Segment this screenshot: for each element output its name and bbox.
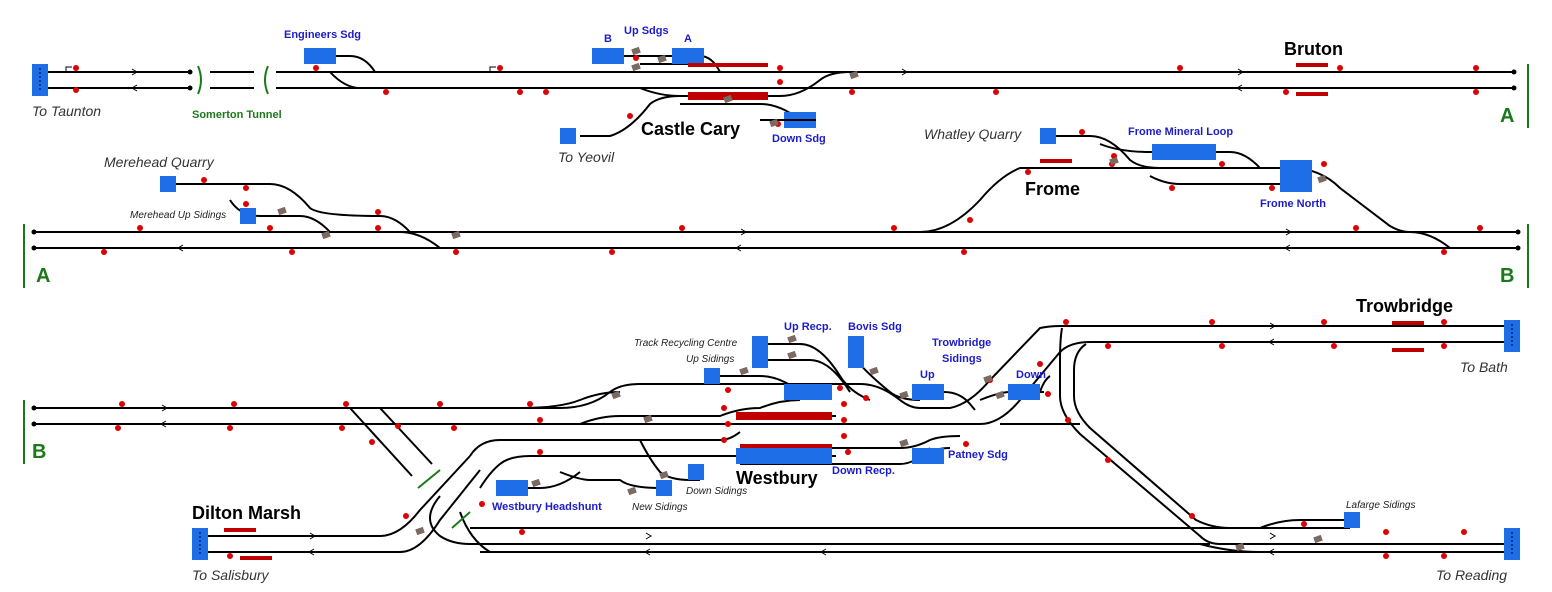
to-bath-label: To Bath	[1460, 359, 1508, 375]
somerton-tunnel-label: Somerton Tunnel	[192, 109, 282, 121]
up-sdgs-occupied	[688, 63, 768, 67]
points-section-1	[631, 46, 859, 128]
bruton-label: Bruton	[1284, 39, 1343, 59]
patney-sdg-platform	[912, 448, 944, 464]
trowbridge-sidings-label-2: Sidings	[942, 353, 982, 365]
lafarge-sidings-exit	[1344, 512, 1360, 528]
merehead-quarry-label: Merehead Quarry	[104, 154, 215, 170]
whatley-quarry-label: Whatley Quarry	[924, 126, 1022, 142]
up-sidings-up-label: Up	[920, 369, 935, 381]
dilton-marsh-label: Dilton Marsh	[192, 503, 301, 523]
frome-north-label: Frome North	[1260, 198, 1326, 210]
dilton-marsh-down-platform	[240, 556, 272, 560]
bovis-sdg-exit	[848, 336, 864, 368]
edge-b-mid-label: B	[1500, 265, 1514, 287]
new-sidings-exit	[656, 480, 672, 496]
patney-sdg-label: Patney Sdg	[948, 449, 1008, 461]
whatley-quarry-exit	[1040, 128, 1056, 144]
down-sidings-label: Down Sidings	[686, 486, 747, 497]
down-sidings-exit	[688, 464, 704, 480]
down-recp-label: Down Recp.	[832, 465, 895, 477]
down-sdg-label: Down Sdg	[772, 133, 826, 145]
westbury-label: Westbury	[736, 468, 818, 488]
to-salisbury-label: To Salisbury	[192, 567, 270, 583]
down-sidings-down-label: Down	[1016, 369, 1046, 381]
new-sidings-label: New Sidings	[632, 502, 688, 513]
frome-platform	[1040, 159, 1072, 163]
castle-cary-label: Castle Cary	[641, 119, 740, 139]
edge-b-bottom-label: B	[32, 441, 46, 463]
trowbridge-sidings-down	[1008, 384, 1040, 400]
trowbridge-label: Trowbridge	[1356, 296, 1453, 316]
up-sdgs-label: Up Sdgs	[624, 25, 669, 37]
signals-section-3	[115, 319, 1467, 559]
engineers-sdg-platform	[304, 48, 336, 64]
to-taunton-label: To Taunton	[32, 103, 101, 119]
dilton-marsh-up-platform	[224, 528, 256, 532]
yeovil-exit	[560, 128, 576, 144]
up-sidings-exit	[704, 368, 720, 384]
up-sdgs-b-platform	[592, 48, 624, 64]
section-frome: Merehead Quarry Merehead Up Sidings What…	[23, 126, 1529, 288]
track-recycling-centre-label: Track Recycling Centre	[634, 338, 738, 349]
frome-north-block	[1280, 160, 1312, 192]
to-reading-label: To Reading	[1436, 567, 1507, 583]
frome-mineral-loop-platform	[1152, 144, 1216, 160]
points-section-3	[415, 334, 1323, 552]
westbury-platform-occupied	[736, 412, 832, 420]
bruton-up-platform	[1296, 63, 1328, 67]
engineers-sdg-label: Engineers Sdg	[284, 29, 361, 41]
merehead-quarry-exit	[160, 176, 176, 192]
lafarge-sidings-label: Lafarge Sidings	[1346, 500, 1416, 511]
trowbridge-sidings-up	[912, 384, 944, 400]
up-sdgs-a-label: A	[684, 33, 692, 45]
section-westbury: Trowbridge To Bath Track Recycling Centr…	[23, 296, 1520, 583]
bruton-down-platform	[1296, 92, 1328, 96]
points-section-2	[277, 156, 1327, 240]
signals-section-2	[101, 129, 1483, 255]
westbury-headshunt-label: Westbury Headshunt	[492, 501, 602, 513]
section-castle-cary: To Taunton Somerton Tunnel Engineers Sdg…	[32, 25, 1529, 165]
westbury-up-platform	[784, 384, 832, 400]
up-sdgs-b-label: B	[604, 33, 612, 45]
edge-a-mid-label: A	[36, 265, 50, 287]
to-yeovil-label: To Yeovil	[558, 149, 615, 165]
signals-section-1	[65, 55, 1479, 127]
frome-label: Frome	[1025, 179, 1080, 199]
track-recycling-exit	[752, 336, 768, 368]
merehead-up-sidings-exit	[240, 208, 256, 224]
up-sdgs-a-platform	[672, 48, 704, 64]
westbury-down-occupied	[740, 444, 832, 448]
westbury-headshunt-platform	[496, 480, 528, 496]
up-recp-label: Up Recp.	[784, 321, 832, 333]
trowbridge-down-platform	[1392, 348, 1424, 352]
bovis-sdg-label: Bovis Sdg	[848, 321, 902, 333]
up-sidings-label: Up Sidings	[686, 354, 734, 365]
trowbridge-sidings-label-1: Trowbridge	[932, 337, 991, 349]
edge-a-top-label: A	[1500, 105, 1514, 127]
merehead-up-sidings-label: Merehead Up Sidings	[130, 210, 226, 221]
trowbridge-up-platform	[1392, 321, 1424, 325]
frome-mineral-loop-label: Frome Mineral Loop	[1128, 126, 1233, 138]
westbury-down-platform	[736, 448, 832, 464]
